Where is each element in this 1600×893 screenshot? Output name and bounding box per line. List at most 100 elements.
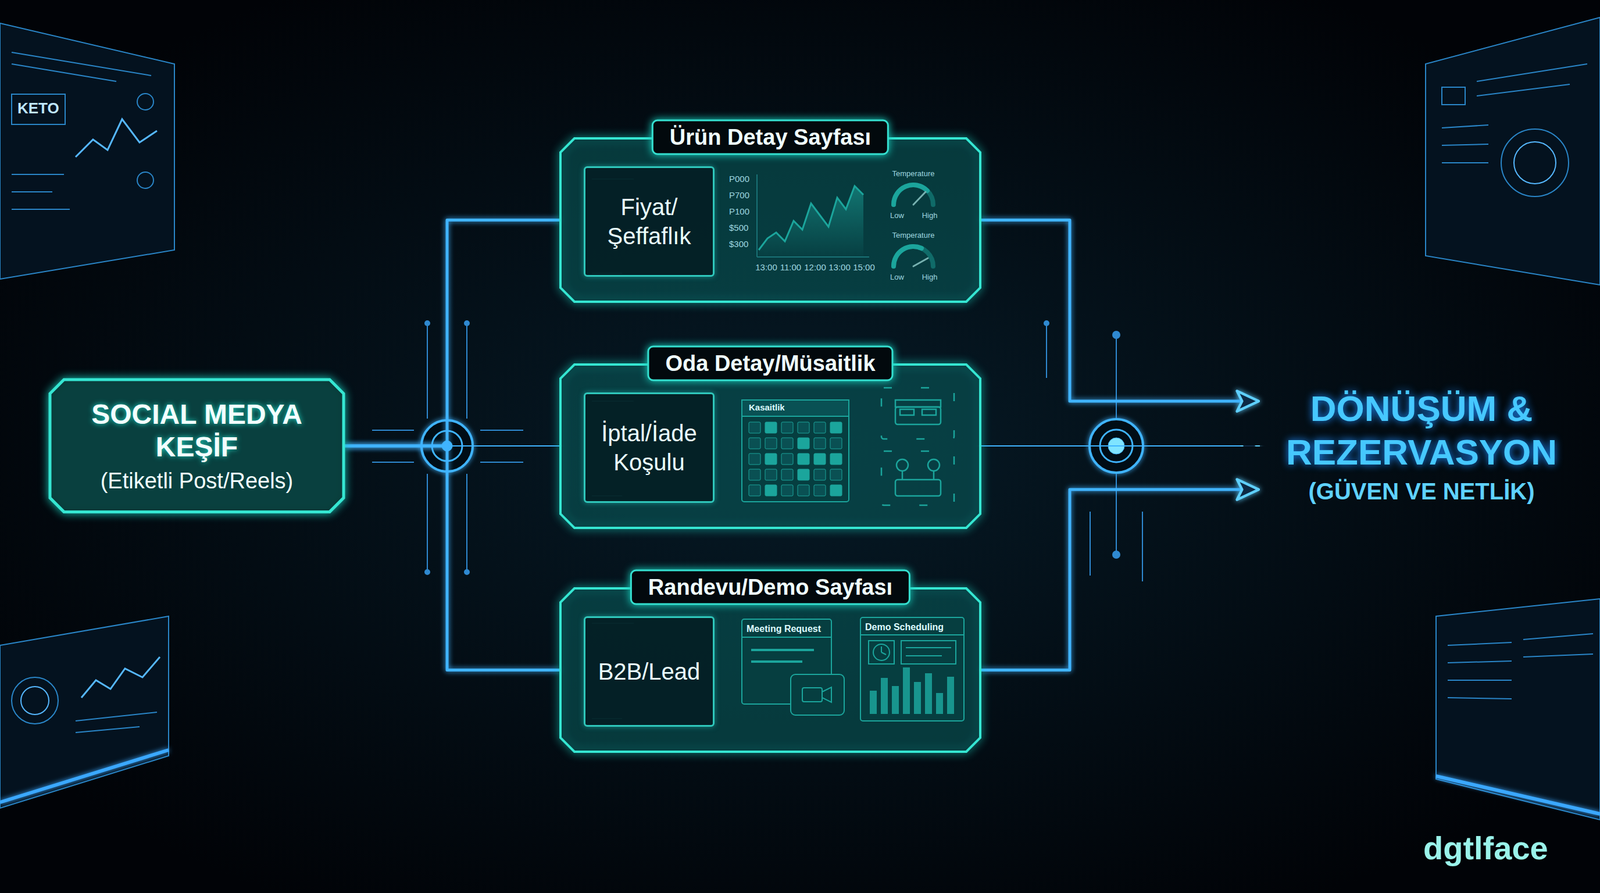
side-screen	[0, 616, 169, 809]
node-title: DÖNÜŞÜM & REZERVASYON	[1264, 387, 1579, 474]
ui-label: P100	[729, 206, 750, 217]
result-text-node: DÖNÜŞÜM & REZERVASYON (GÜVEN VE NETLİK)	[1258, 382, 1585, 510]
circuit-trace	[426, 325, 428, 419]
circuit-trace	[425, 320, 430, 326]
side-screen	[137, 172, 154, 189]
circuit-trace	[372, 429, 414, 431]
connector	[981, 444, 1259, 449]
box-outline	[560, 138, 981, 302]
circuit-trace	[1115, 337, 1117, 419]
page-panel: Ürün Detay SayfasıFiyat/ Şeffaflık	[559, 137, 982, 303]
side-screen	[0, 23, 175, 280]
ui-label: 12:00	[804, 262, 827, 273]
side-screen	[11, 191, 53, 193]
circuit-trace	[464, 569, 470, 575]
ui-label: 13:00	[755, 262, 778, 273]
circuit-trace	[1141, 511, 1144, 582]
ui-label: 11:00	[780, 262, 802, 273]
side-screen	[1425, 17, 1600, 285]
ui-label: P000	[729, 174, 750, 185]
node-subtitle: (GÜVEN VE NETLİK)	[1264, 478, 1579, 505]
panel-heading: Ürün Detay Sayfası	[651, 119, 889, 156]
side-screen	[1476, 63, 1588, 82]
circuit-trace	[464, 320, 470, 326]
ui-label: $500	[729, 223, 749, 234]
content-box: Fiyat/ Şeffaflık	[583, 166, 715, 277]
content-box: İptal/İade Koşulu	[583, 392, 715, 503]
side-screen	[1447, 679, 1512, 681]
ui-label: Temperature	[892, 169, 935, 178]
connector	[344, 220, 560, 447]
side-screen	[0, 616, 169, 809]
side-screen	[1447, 642, 1512, 646]
ui-label: 13:00	[828, 262, 851, 273]
side-screen	[11, 52, 152, 76]
circuit-trace	[1044, 320, 1049, 326]
side-screen	[1441, 144, 1489, 146]
ui-label: Temperature	[892, 231, 935, 240]
content-box: B2B/Lead	[583, 616, 715, 727]
circuit-trace	[1112, 331, 1120, 339]
box-outline	[560, 588, 981, 752]
side-screen	[1501, 129, 1569, 197]
ui-label: 15:00	[852, 262, 875, 273]
side-screen	[0, 23, 175, 280]
side-screen	[1447, 661, 1512, 663]
box-outline	[50, 379, 344, 512]
side-screen	[11, 63, 117, 82]
side-screen	[137, 93, 154, 110]
circuit-trace	[466, 473, 468, 570]
circuit-trace	[466, 325, 468, 419]
ui-label: High	[922, 211, 938, 220]
side-screen	[1441, 162, 1489, 164]
ui-label: $300	[729, 239, 749, 250]
node-subtitle: (Etiketli Post/Reels)	[66, 468, 328, 494]
circuit-trace	[425, 569, 430, 575]
ui-label: High	[922, 273, 938, 282]
node-title: B2B/Lead	[598, 656, 701, 687]
side-screen	[20, 686, 49, 715]
side-screen	[11, 94, 66, 125]
ui-label: Demo Scheduling	[865, 622, 944, 633]
side-screen	[1436, 598, 1600, 820]
node-title: İptal/İade Koşulu	[593, 418, 705, 477]
side-screen	[75, 712, 157, 721]
side-screen	[1447, 697, 1512, 699]
panel-heading: Oda Detay/Müsaitlik	[647, 345, 894, 382]
circuit-trace	[372, 320, 1143, 582]
side-screen	[75, 119, 157, 157]
side-screen	[1476, 84, 1570, 96]
side-screen	[1425, 17, 1600, 285]
circuit-trace	[372, 461, 414, 463]
side-screen	[1441, 87, 1466, 105]
side-screen	[1436, 776, 1600, 814]
side-screen	[0, 750, 169, 803]
ui-label: Low	[890, 211, 905, 220]
side-screen	[1513, 141, 1556, 184]
side-screen	[81, 656, 160, 698]
side-screen	[11, 677, 59, 724]
circuit-trace	[1045, 325, 1048, 378]
side-screen	[11, 173, 64, 175]
side-screen	[75, 726, 140, 733]
side-screen	[1523, 654, 1594, 657]
ui-label: Kasaitlik	[748, 402, 785, 413]
circuit-trace	[480, 429, 524, 431]
start-box: SOCIAL MEDYA KEŞİF (Etiketli Post/Reels)	[48, 378, 345, 513]
node-title: Fiyat/ Şeffaflık	[593, 192, 705, 251]
connector	[981, 220, 1259, 402]
ui-label: KETO	[17, 100, 60, 117]
node-title: SOCIAL MEDYA KEŞİF	[66, 398, 328, 463]
side-screen	[11, 208, 70, 210]
connector	[344, 445, 560, 671]
circuit-trace	[480, 461, 524, 463]
circuit-trace	[1089, 511, 1091, 576]
box-outline	[560, 364, 981, 528]
connector	[981, 489, 1259, 671]
side-screen	[1441, 125, 1489, 128]
panel-heading: Randevu/Demo Sayfası	[630, 569, 911, 606]
ui-label: Meeting Request	[746, 623, 821, 635]
page-panel: Oda Detay/Müsaitlikİptal/İade Koşulu	[559, 363, 982, 530]
